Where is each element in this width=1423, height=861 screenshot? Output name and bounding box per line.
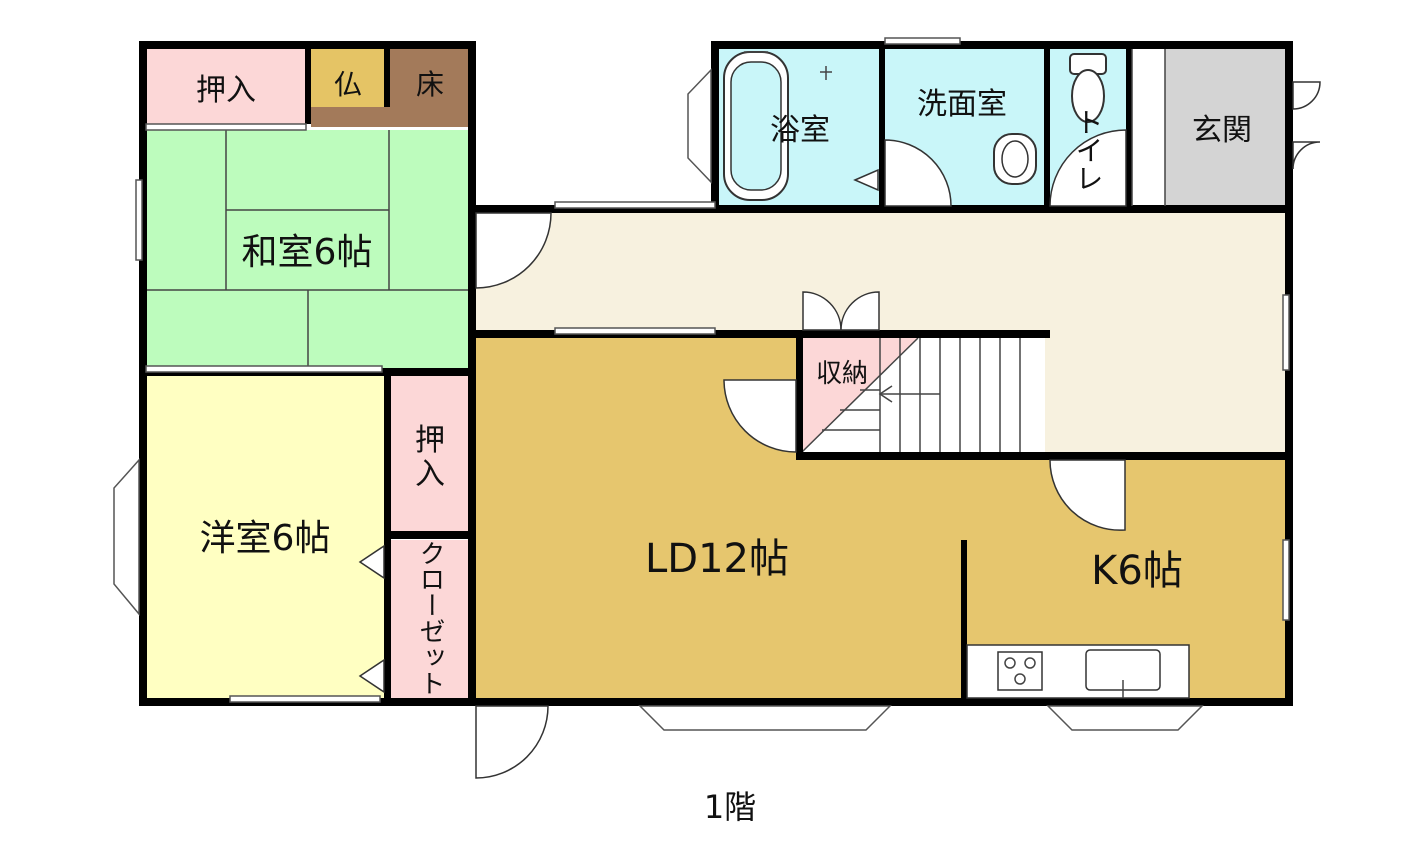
toilet-icon xyxy=(1069,53,1107,123)
tokonoma-floor-strip xyxy=(311,107,389,127)
floor-label: 1階 xyxy=(704,788,756,826)
hall-area-lower xyxy=(1045,212,1287,456)
label-shuno: 収納 xyxy=(816,359,868,389)
shuno-divider xyxy=(1131,49,1166,206)
butsudan-area xyxy=(311,49,385,107)
kitchen-sink-icon xyxy=(1085,649,1161,698)
tatami-lines xyxy=(147,130,469,370)
bathtub-icon xyxy=(723,51,789,201)
label-oshiire-side-2: 入 xyxy=(415,457,445,492)
label-genkan: 玄関 xyxy=(1192,113,1252,148)
oshiire-top-area xyxy=(147,49,305,126)
label-tokonoma: 床 xyxy=(416,68,444,101)
windows xyxy=(113,37,1290,731)
doors xyxy=(358,81,1321,779)
youshitsu-area xyxy=(147,376,387,698)
label-oshiire-side-1: 押 xyxy=(415,423,445,458)
stove-icon xyxy=(997,651,1043,691)
shower-icon xyxy=(853,168,879,192)
label-kitchen: K6帖 xyxy=(1091,548,1183,594)
oshiire-side-area xyxy=(391,376,468,533)
label-oshiire-top: 押入 xyxy=(196,73,256,108)
genkan-area xyxy=(1165,49,1287,206)
closet-area xyxy=(391,540,468,698)
label-washitsu: 和室6帖 xyxy=(242,232,373,273)
genkan-step-area xyxy=(1132,49,1165,206)
label-ld: LD12帖 xyxy=(645,536,789,582)
stair-treads xyxy=(801,337,1021,453)
stair-arrow-icon xyxy=(878,385,940,403)
tokonoma-area xyxy=(389,49,468,127)
ld-area-lower xyxy=(796,458,966,698)
label-yokushitsu: 浴室 xyxy=(770,113,830,148)
sink-icon xyxy=(993,133,1037,185)
label-senmenshitsu: 洗面室 xyxy=(917,87,1007,122)
label-toilet: トイレ xyxy=(1072,108,1105,192)
label-youshitsu: 洋室6帖 xyxy=(200,518,331,559)
label-closet: クローゼット xyxy=(415,540,445,696)
label-butsudan: 仏 xyxy=(334,68,362,101)
faucet-icon xyxy=(744,51,832,80)
